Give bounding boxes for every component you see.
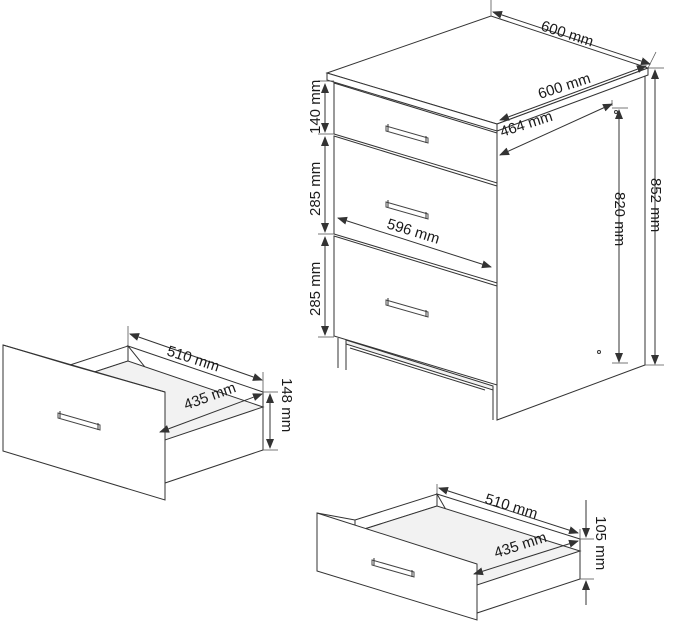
small-drawer-handle <box>371 558 415 578</box>
small-drawer-front <box>316 512 478 621</box>
large-drawer-handle <box>57 411 101 431</box>
large-drawer: 510 mm 435 mm 148 mm <box>2 326 295 501</box>
cabinet-drawer-top <box>333 82 498 184</box>
small-drawer: 510 mm 435 mm 105 mm <box>316 484 609 621</box>
cabinet-total-height-label: 852 mm <box>647 178 664 232</box>
large-drawer-height-label: 148 mm <box>278 378 295 432</box>
cabinet-plinth <box>345 339 494 391</box>
cabinet-body-height-label: 820 mm <box>611 192 628 246</box>
cabinet-drawer-bottom-handle <box>385 298 429 318</box>
cabinet: 600 mm 600 mm 464 mm 852 mm 820 mm 140 m… <box>307 0 664 421</box>
cabinet-drawer-top-handle <box>385 124 429 144</box>
small-drawer-height-label: 105 mm <box>592 516 609 570</box>
drawer-top-height-label: 140 mm <box>307 80 324 134</box>
drawer-middle-height-label: 285 mm <box>307 162 324 216</box>
drawer-bottom-height-label: 285 mm <box>307 262 324 316</box>
